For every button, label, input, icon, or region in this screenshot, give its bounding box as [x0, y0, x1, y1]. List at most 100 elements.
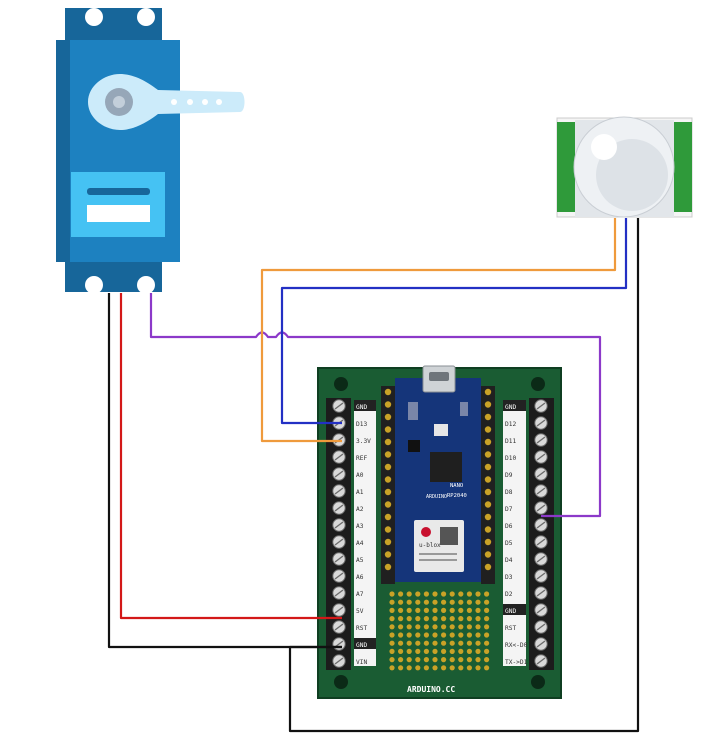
header-pin: [384, 388, 392, 396]
screw-slot: [536, 402, 546, 410]
screw-slot: [536, 572, 546, 580]
servo-horn-hole: [171, 99, 177, 105]
proto-hole: [398, 648, 404, 655]
header-pin: [484, 426, 492, 433]
proto-hole: [441, 599, 447, 605]
proto-hole: [398, 640, 404, 646]
screw-slot: [536, 589, 546, 597]
proto-hole: [458, 616, 464, 622]
proto-hole: [475, 640, 481, 646]
screw-slot: [536, 436, 546, 444]
screw-slot: [536, 657, 546, 665]
pin-label: GND: [505, 404, 516, 411]
proto-hole: [466, 657, 472, 663]
proto-hole: [449, 665, 455, 671]
proto-hole: [484, 665, 490, 671]
servo-motor: [56, 8, 245, 294]
wifi-module-text-line: [419, 553, 457, 555]
proto-hole: [389, 648, 395, 655]
proto-hole: [423, 607, 429, 614]
pin-label: D8: [505, 489, 513, 496]
proto-hole: [423, 591, 429, 597]
screw-slot: [334, 453, 344, 461]
proto-hole: [389, 624, 395, 630]
proto-hole: [415, 657, 421, 663]
gnd-label-bg: [503, 400, 526, 411]
proto-hole: [415, 624, 421, 630]
servo-horn-hole: [216, 99, 222, 105]
proto-hole: [415, 616, 421, 622]
proto-hole: [475, 632, 481, 638]
pin-label: VIN: [356, 659, 367, 666]
prototyping-area: [389, 591, 490, 671]
proto-hole: [398, 616, 404, 622]
pir-side-pad: [557, 122, 575, 212]
pin-label: TX->D1: [505, 659, 528, 666]
proto-hole: [466, 624, 472, 630]
pin-label: GND: [356, 642, 367, 649]
servo-label-bar: [87, 188, 150, 195]
screw-slot: [536, 555, 546, 563]
proto-hole: [449, 640, 455, 646]
proto-hole: [432, 657, 438, 663]
header-pin: [384, 538, 392, 546]
proto-hole: [458, 648, 464, 655]
proto-hole: [449, 648, 455, 655]
pin-label: 3.3V: [356, 438, 371, 445]
rp2040-chip: [430, 452, 462, 482]
servo-label-panel: [71, 172, 165, 237]
pin-label: A2: [356, 506, 364, 513]
servo-label-window: [87, 205, 150, 222]
proto-hole: [432, 591, 438, 597]
header-pin: [384, 451, 392, 458]
header-pin: [484, 413, 492, 421]
proto-hole: [389, 591, 395, 597]
proto-hole: [484, 640, 490, 646]
board-mount-hole: [334, 675, 348, 689]
servo-mount-hole: [137, 276, 155, 294]
proto-hole: [406, 616, 412, 622]
proto-hole: [484, 632, 490, 638]
pin-label: D12: [505, 421, 516, 428]
proto-hole: [441, 640, 447, 646]
header-pin: [484, 451, 492, 458]
screw-slot: [536, 453, 546, 461]
screw-slot: [536, 419, 546, 427]
board-mount-hole: [334, 377, 348, 391]
proto-hole: [449, 624, 455, 630]
header-pin: [484, 551, 492, 558]
proto-hole: [484, 591, 490, 597]
gnd-label-bg: [354, 638, 376, 649]
pin-label: RST: [356, 625, 367, 632]
servo-mount-hole: [85, 276, 103, 294]
proto-hole: [441, 616, 447, 622]
header-pin: [384, 438, 392, 446]
proto-hole: [432, 616, 438, 622]
screw-slot: [536, 640, 546, 648]
pin-label: GND: [356, 404, 367, 411]
proto-hole: [423, 657, 429, 663]
pin-label: 5V: [356, 608, 364, 615]
proto-hole: [441, 632, 447, 638]
screw-slot: [334, 572, 344, 580]
pin-label: A6: [356, 574, 364, 581]
proto-hole: [466, 599, 472, 605]
pin-label: RX<-D0: [505, 642, 528, 649]
pir-side-pad: [674, 122, 692, 212]
proto-hole: [415, 591, 421, 597]
proto-hole: [449, 657, 455, 663]
proto-hole: [484, 599, 490, 605]
servo-mount-hole: [137, 8, 155, 26]
proto-hole: [475, 624, 481, 630]
proto-hole: [441, 648, 447, 655]
screw-slot: [334, 470, 344, 478]
wires: [107, 218, 640, 733]
proto-hole: [466, 616, 472, 622]
proto-hole: [466, 632, 472, 638]
proto-hole: [466, 648, 472, 655]
proto-hole: [406, 657, 412, 663]
pin-label: A4: [356, 540, 364, 547]
header-pin: [384, 526, 392, 533]
header-socket-left: [381, 386, 395, 584]
